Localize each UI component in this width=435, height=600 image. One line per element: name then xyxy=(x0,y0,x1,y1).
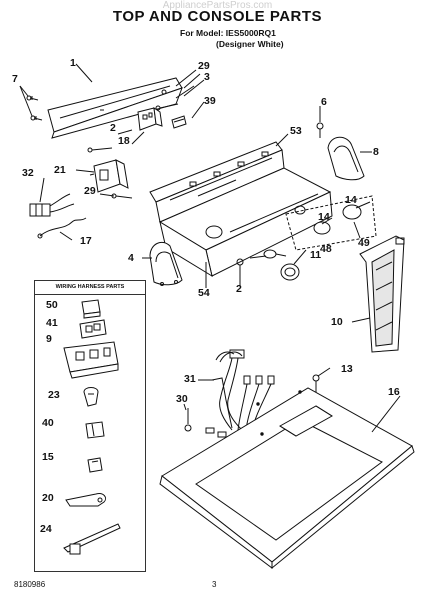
callout-53: 53 xyxy=(290,125,302,137)
callout-8: 8 xyxy=(373,146,379,158)
callout-18: 18 xyxy=(118,135,130,147)
harness-block-9 xyxy=(64,342,118,378)
knob-48 xyxy=(281,264,299,280)
connector-41 xyxy=(80,320,106,338)
callout-21: 21 xyxy=(54,164,66,176)
console-panel-54 xyxy=(160,168,332,276)
callout-20: 20 xyxy=(42,492,54,504)
diagram-title: TOP AND CONSOLE PARTS xyxy=(112,8,323,25)
callout-13: 13 xyxy=(341,363,353,375)
wiring-harness-title: WIRING HARNESS PARTS xyxy=(55,284,125,290)
callout-39: 39 xyxy=(204,95,216,107)
console-rail-53 xyxy=(150,142,284,222)
callout-3: 3 xyxy=(204,71,210,83)
callout-6: 6 xyxy=(321,96,327,108)
lint-filter-10 xyxy=(360,236,404,352)
end-cap-4 xyxy=(150,242,182,285)
callout-49: 49 xyxy=(358,237,370,249)
wiring-box-divider xyxy=(35,294,145,295)
harness-plug-32 xyxy=(30,194,74,216)
terminal-50 xyxy=(82,300,100,318)
callout-2: 2 xyxy=(110,122,116,134)
callout-23: 23 xyxy=(48,389,60,401)
callout-4: 4 xyxy=(128,252,134,264)
document-number: 8180986 xyxy=(14,580,46,589)
callout-7: 7 xyxy=(12,73,18,85)
callout-29: 29 xyxy=(84,185,96,197)
connector-15 xyxy=(88,458,102,472)
callout-16: 16 xyxy=(388,386,400,398)
screw-2-lower xyxy=(237,259,243,276)
callout-15: 15 xyxy=(42,451,54,463)
screw-6 xyxy=(317,123,323,138)
callout-2: 2 xyxy=(236,283,242,295)
callout-10: 10 xyxy=(331,316,343,328)
callout-29: 29 xyxy=(198,60,210,72)
cable-tie-24 xyxy=(64,524,120,554)
page-number: 3 xyxy=(212,580,217,589)
watermark: AppliancePartsPros.com xyxy=(162,0,273,11)
connector-39 xyxy=(172,116,186,128)
top-panel-16 xyxy=(160,388,414,568)
callout-30: 30 xyxy=(176,393,188,405)
callout-24: 24 xyxy=(40,523,52,535)
callout-32: 32 xyxy=(22,167,34,179)
callout-41: 41 xyxy=(46,317,58,329)
control-module-21 xyxy=(90,160,128,192)
clip-23 xyxy=(84,388,98,407)
leader-lines xyxy=(40,64,400,432)
screw-29-top xyxy=(156,74,200,110)
connector-40 xyxy=(86,422,104,438)
callout-14: 14 xyxy=(345,194,357,206)
bolt-30 xyxy=(185,408,191,431)
callout-50: 50 xyxy=(46,299,58,311)
knob-assembly-49 xyxy=(286,196,376,250)
callout-14: 14 xyxy=(318,211,330,223)
callout-11: 11 xyxy=(310,249,322,261)
screw-2-upper xyxy=(88,148,112,152)
screw-13 xyxy=(313,375,319,392)
terminal-20 xyxy=(66,494,106,506)
callout-31: 31 xyxy=(184,373,196,385)
callout-17: 17 xyxy=(80,235,92,247)
callout-48: 48 xyxy=(320,243,332,255)
model-number: For Model: IES5000RQ1 xyxy=(180,28,276,38)
end-cap-8 xyxy=(328,137,364,180)
callout-54: 54 xyxy=(198,287,210,299)
wiring-harness-box: WIRING HARNESS PARTS xyxy=(34,280,146,572)
callout-9: 9 xyxy=(46,333,52,345)
switch-block-18 xyxy=(138,108,162,130)
wire-17 xyxy=(38,218,86,238)
model-variant: (Designer White) xyxy=(216,39,284,49)
screws-7 xyxy=(20,86,42,120)
callout-1: 1 xyxy=(70,57,76,69)
callout-40: 40 xyxy=(42,417,54,429)
